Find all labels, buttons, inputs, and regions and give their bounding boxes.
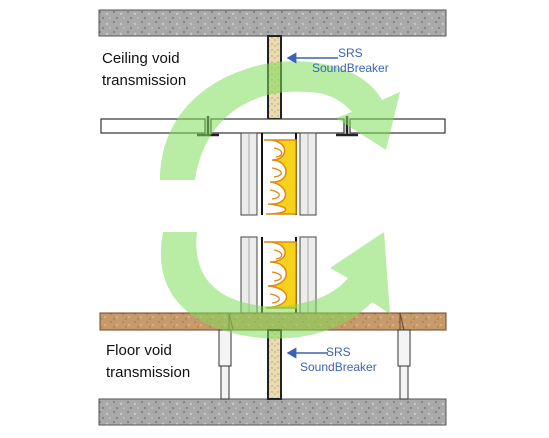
srs-top-label-line2: SoundBreaker (312, 61, 389, 75)
floor-pedestal-right (397, 329, 411, 400)
top-concrete-slab (98, 9, 447, 37)
srs-bottom-label: SRS SoundBreaker (300, 345, 377, 375)
ceiling-void-label-line2: transmission (102, 72, 187, 89)
floor-void-label-line2: transmission (106, 364, 191, 381)
insulation-upper (263, 139, 297, 215)
suspended-ceiling (100, 118, 446, 134)
floor-void-label: Floor void transmission (106, 341, 190, 382)
insulation-lower (263, 241, 297, 309)
ceiling-void-label-line1: Ceiling void (102, 50, 180, 67)
ceiling-void-label: Ceiling void transmission (102, 49, 186, 90)
soundbreaker-bottom (267, 329, 282, 400)
srs-bottom-label-line1: SRS (326, 345, 351, 359)
srs-bottom-label-line2: SoundBreaker (300, 360, 377, 374)
ceiling-void-arrow (160, 61, 400, 180)
srs-top-label-line1: SRS (338, 46, 363, 60)
bottom-concrete-slab (98, 398, 447, 426)
srs-top-label: SRS SoundBreaker (312, 46, 389, 76)
floor-void-label-line1: Floor void (106, 342, 172, 359)
floor-pedestal-left (218, 329, 232, 400)
floor-void-arrow (160, 232, 390, 339)
